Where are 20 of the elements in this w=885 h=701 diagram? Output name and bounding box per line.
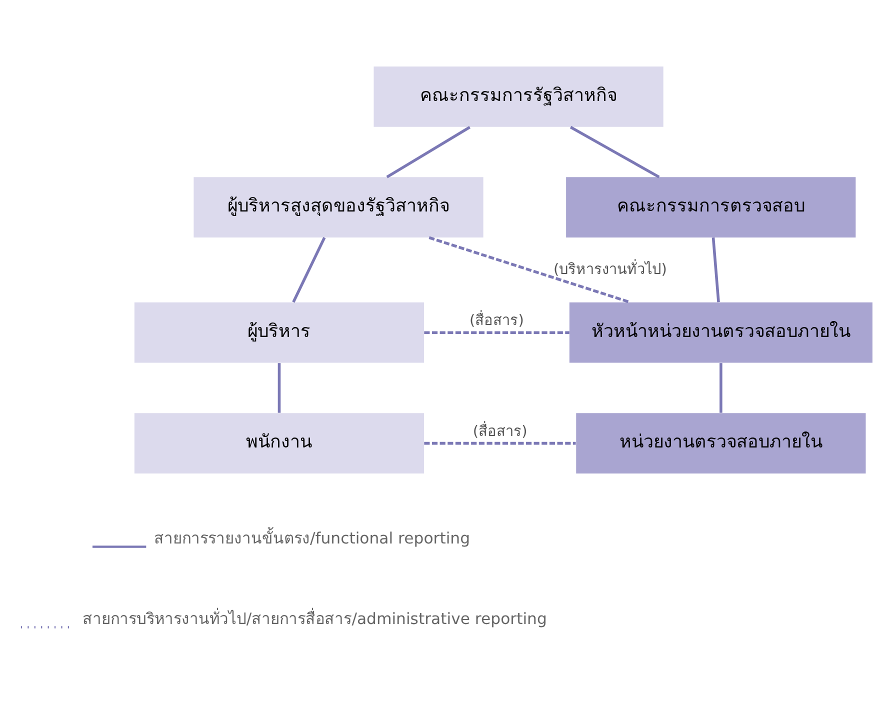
node-box: หัวหน้าหน่วยงานตรวจสอบภายใน [569, 302, 872, 363]
connector [720, 363, 722, 413]
edge-label: (สื่อสาร) [472, 424, 528, 440]
node-box: หน่วยงานตรวจสอบภายใน [576, 413, 866, 474]
edge-label: (บริหารงานทั่วไป) [554, 262, 667, 278]
node-box: ผู้บริหาร [134, 302, 424, 363]
connector [712, 238, 720, 302]
connector [386, 126, 471, 178]
connector [424, 442, 576, 445]
connector [424, 331, 570, 334]
legend-label: สายการรายงานขั้นตรง/functional reporting [154, 528, 470, 548]
legend-label: สายการบริหารงานทั่วไป/สายการสื่อสาร/administrative reporting [82, 609, 547, 628]
node-box: คณะกรรมการรัฐวิสาหกิจ [374, 66, 664, 127]
connector [292, 237, 326, 303]
node-box: คณะกรรมการตรวจสอบ [566, 177, 856, 238]
connector [428, 236, 631, 304]
node-box: ผู้บริหารสูงสุดของรัฐวิสาหกิจ [194, 177, 484, 238]
connector [278, 363, 281, 413]
node-box: พนักงาน [134, 413, 424, 474]
connector [570, 126, 660, 178]
